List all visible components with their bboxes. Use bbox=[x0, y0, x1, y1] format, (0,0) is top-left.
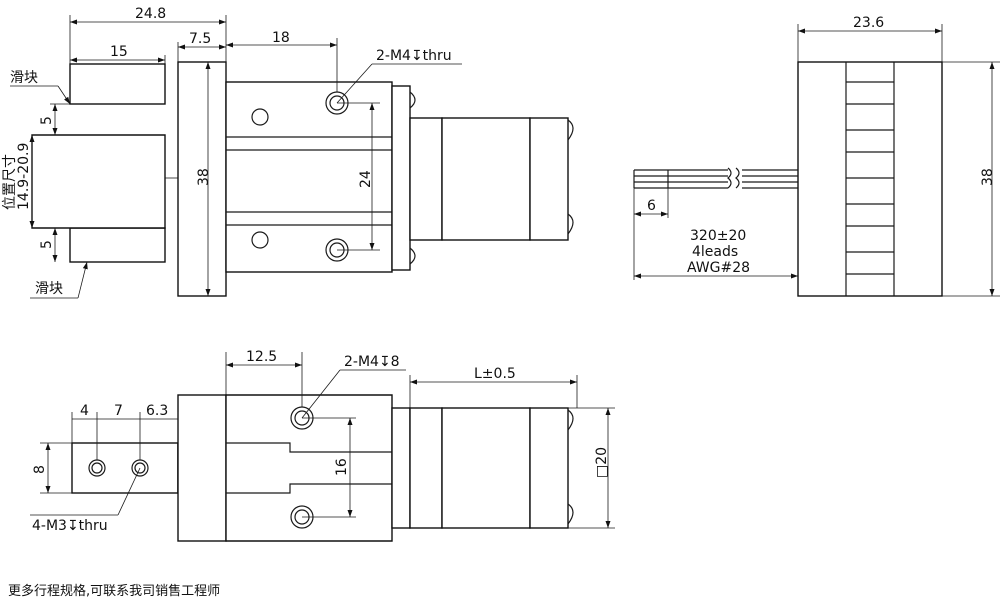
lead-count: 4leads bbox=[692, 244, 738, 260]
label-slider-bottom: 滑块 bbox=[35, 280, 63, 297]
jaw bbox=[71, 442, 179, 494]
mount-hole bbox=[251, 108, 269, 126]
top-view: 24.8 7.5 15 18 2-M4↧thru 滑块 滑块 5 5 位置尺寸 … bbox=[2, 6, 574, 299]
side-body bbox=[797, 61, 943, 297]
label-position-size: 位置尺寸 bbox=[2, 154, 18, 210]
slider-top bbox=[69, 63, 166, 105]
dim-hole-spacing: 24 bbox=[358, 170, 374, 188]
front-view: 12.5 2-M4↧8 L±0.5 4 7 6.3 8 16 □20 4-M3↧… bbox=[30, 349, 615, 542]
dim-overall-width: 24.8 bbox=[135, 6, 166, 22]
label-holes: 2-M4↧thru bbox=[376, 48, 452, 64]
dim-jaw-height: 8 bbox=[32, 465, 48, 474]
dim-side-width: 23.6 bbox=[853, 15, 884, 31]
dim-jaw-a: 4 bbox=[80, 403, 89, 419]
label-position-range: 14.9-20.9 bbox=[16, 143, 32, 210]
leads bbox=[633, 167, 798, 189]
side-view: 23.6 38 6 320±20 4leads AWG#28 bbox=[633, 15, 1000, 297]
dim-lead-strip: 6 bbox=[647, 198, 656, 214]
dim-front-hole-spacing: 16 bbox=[334, 458, 350, 476]
label-jaw-holes: 4-M3↧thru bbox=[32, 518, 108, 534]
mount-hole bbox=[251, 231, 269, 249]
dim-slider-gap-top: 5 bbox=[39, 116, 55, 125]
dim-jaw-b: 7 bbox=[114, 403, 123, 419]
motor bbox=[409, 117, 443, 241]
main-body bbox=[225, 81, 393, 273]
label-front-holes: 2-M4↧8 bbox=[344, 354, 400, 370]
jaw-middle bbox=[31, 134, 166, 229]
dim-motor-len: L±0.5 bbox=[474, 366, 516, 382]
dim-height: 38 bbox=[196, 168, 212, 186]
slider-bottom bbox=[69, 227, 166, 263]
dim-side-height: 38 bbox=[980, 168, 996, 186]
dim-jaw-c: 6.3 bbox=[146, 403, 168, 419]
lead-gauge: AWG#28 bbox=[687, 260, 750, 276]
dim-front-hole-pos: 12.5 bbox=[246, 349, 277, 365]
dim-motor-square: □20 bbox=[594, 447, 610, 478]
dim-hole-pos: 18 bbox=[272, 30, 290, 46]
dim-slider-gap-bottom: 5 bbox=[39, 240, 55, 249]
end-plate bbox=[391, 85, 411, 271]
label-slider-top: 滑块 bbox=[10, 69, 38, 86]
dim-flange: 7.5 bbox=[189, 31, 211, 47]
footer-note: 更多行程规格,可联系我司销售工程师 bbox=[8, 584, 221, 599]
dim-slider-len: 15 bbox=[110, 44, 128, 60]
lead-length: 320±20 bbox=[690, 228, 746, 244]
